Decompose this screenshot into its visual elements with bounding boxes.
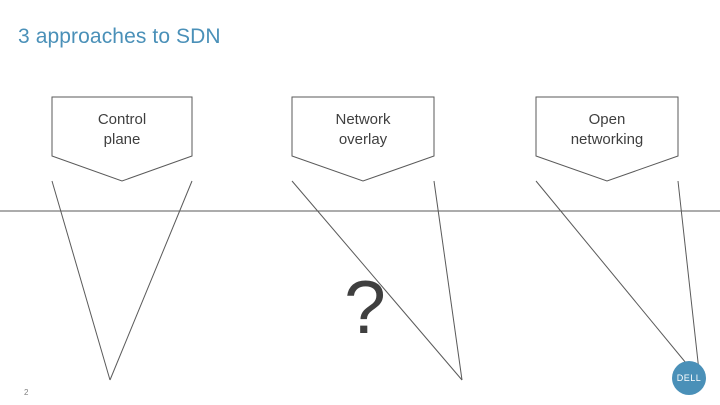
banner-label-line1: Network [335, 111, 391, 128]
banner-label-line2: networking [570, 131, 644, 148]
banner-shape-open-networking [535, 96, 679, 182]
banner-label-line2: overlay [338, 131, 388, 148]
banner-label-line2: plane [103, 131, 141, 148]
banner-label-control-plane: Control plane [52, 110, 192, 150]
diagonal-line-1 [51, 180, 111, 381]
diagonal-line-3 [291, 180, 463, 381]
diagonal-line-2 [109, 180, 193, 381]
question-mark: ? [344, 265, 386, 349]
dell-logo: DELL [672, 361, 706, 395]
diagonal-line-4 [433, 180, 463, 381]
page-number: 2 [24, 388, 29, 397]
page-title: 3 approaches to SDN [18, 25, 221, 48]
banner-label-line1: Control [97, 111, 147, 128]
banner-label-network-overlay: Network overlay [292, 110, 434, 150]
dell-logo-text: DELL [676, 373, 702, 383]
diagonal-line-6 [677, 180, 701, 381]
banner-label-open-networking: Open networking [536, 110, 678, 150]
banner-label-line1: Open [588, 111, 626, 128]
diagonal-line-5 [535, 180, 701, 381]
banner-shape-network-overlay [291, 96, 435, 182]
banner-shape-control-plane [51, 96, 193, 182]
